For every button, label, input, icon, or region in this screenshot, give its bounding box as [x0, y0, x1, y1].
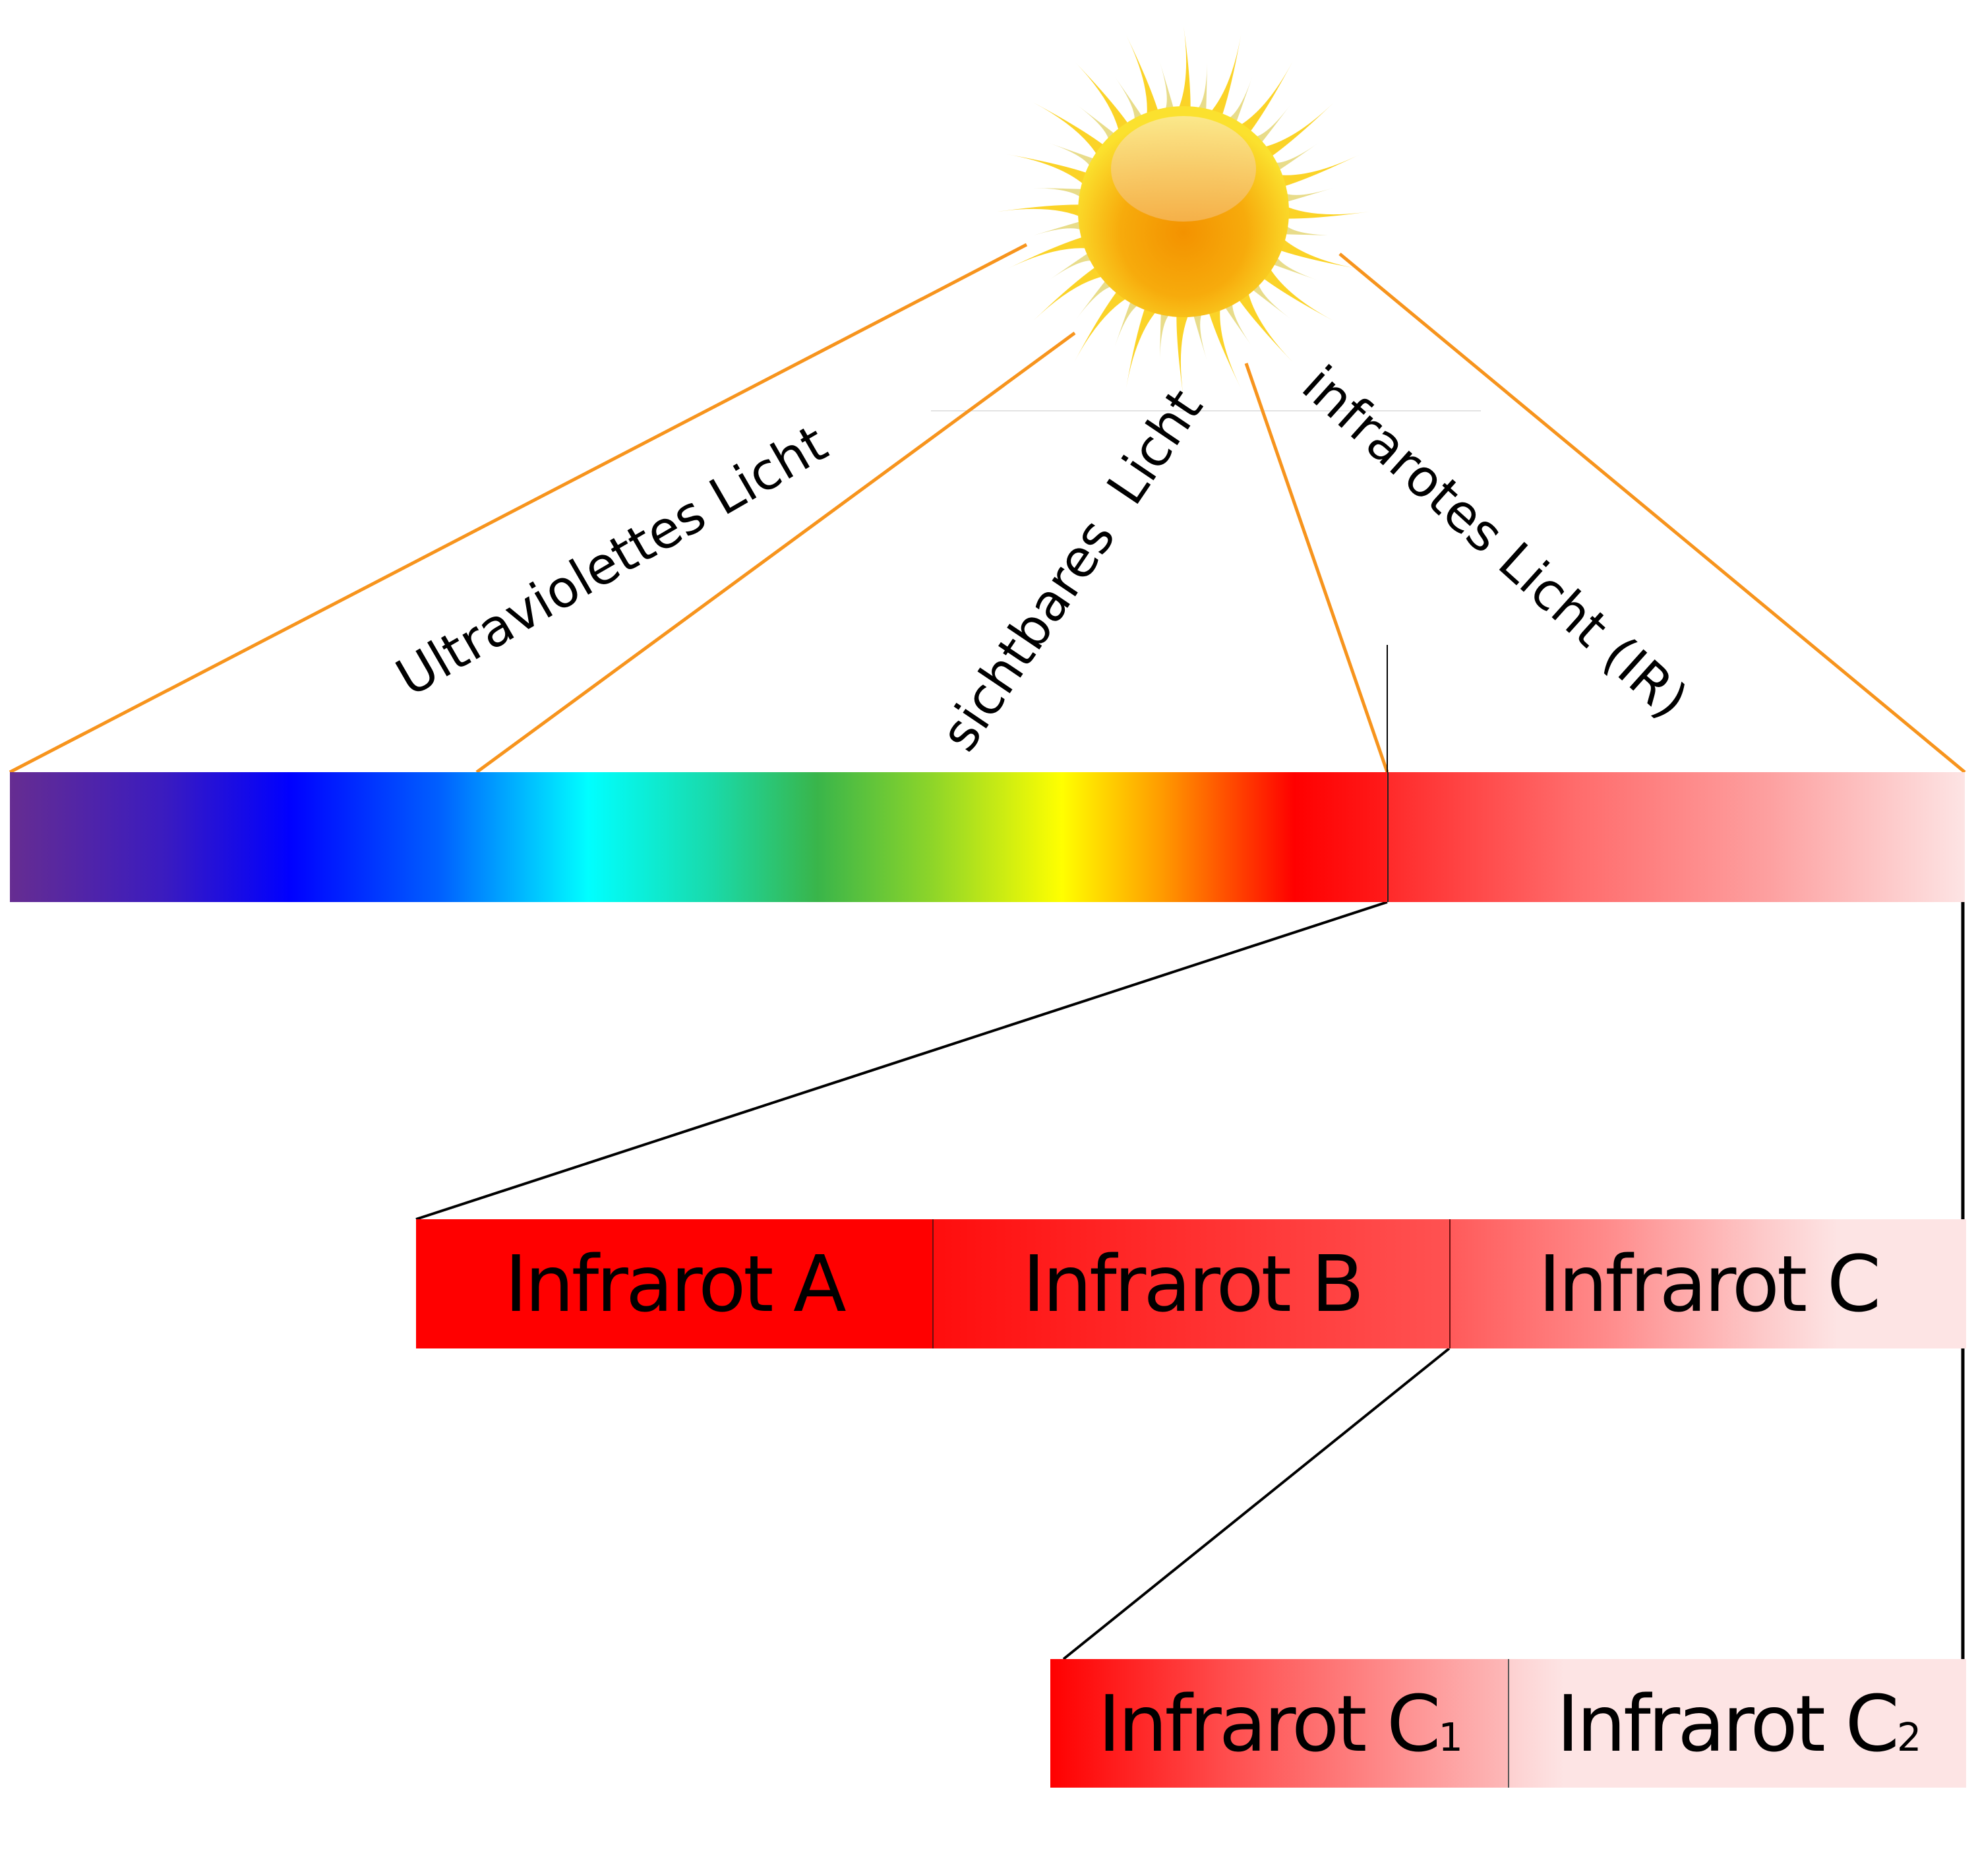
band-label: Infrarot A	[504, 1238, 847, 1329]
band-infrarot-c: Infrarot C	[1449, 1219, 1966, 1348]
band-infrarot-c1: Infrarot C1	[1050, 1659, 1508, 1788]
band-infrarot-a: Infrarot A	[416, 1219, 932, 1348]
sun-icon	[998, 26, 1369, 398]
band-label: Infrarot C	[1538, 1238, 1881, 1329]
visible-ir-divider	[1387, 772, 1389, 902]
band-infrarot-c2: Infrarot C2	[1508, 1659, 1966, 1788]
electromagnetic-spectrum-bar	[10, 772, 1965, 902]
band-infrarot-b: Infrarot B	[932, 1219, 1451, 1348]
band-label: Infrarot C2	[1556, 1678, 1922, 1769]
band-label: Infrarot C1	[1098, 1678, 1463, 1769]
infrared-bands-bar: Infrarot A Infrarot B Infrarot C	[416, 1219, 1966, 1348]
band-label: Infrarot B	[1022, 1238, 1365, 1329]
infrared-c-subbands-bar: Infrarot C1 Infrarot C2	[1050, 1659, 1966, 1788]
